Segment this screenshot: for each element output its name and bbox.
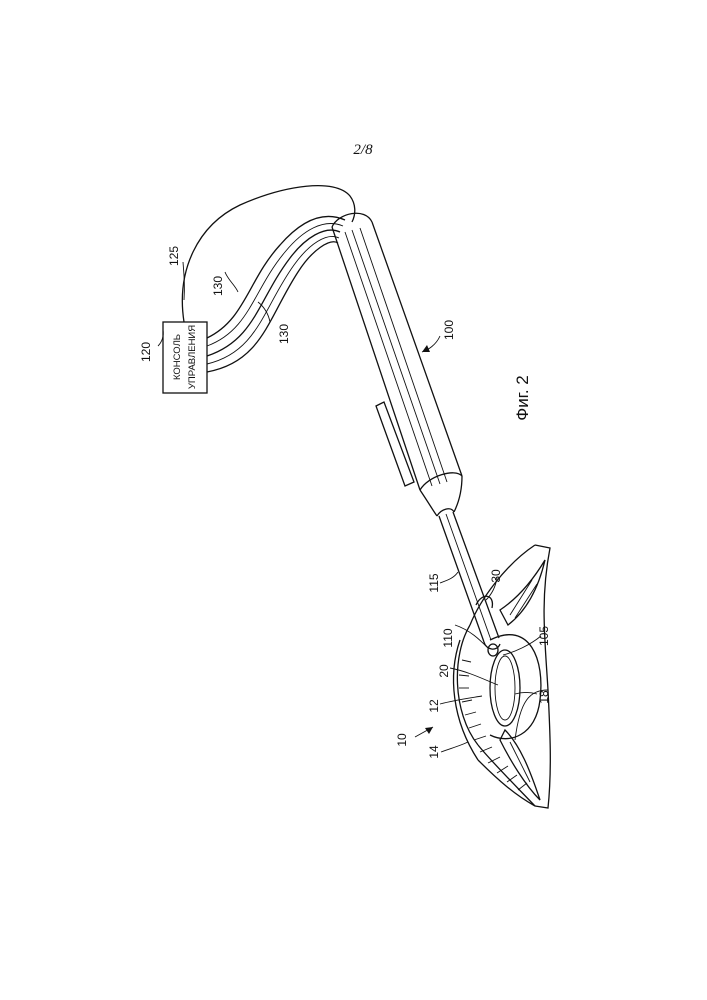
handpiece-100 <box>332 213 462 516</box>
ref-30: 30 <box>489 569 503 583</box>
ref-100: 100 <box>442 320 456 340</box>
ref-120: 120 <box>139 342 153 362</box>
figure-caption: Фиг. 2 <box>513 375 532 420</box>
eye-10 <box>454 545 551 808</box>
ref-130-lower: 130 <box>277 324 291 344</box>
ref-18: 18 <box>537 690 551 704</box>
ref-12: 12 <box>427 699 441 713</box>
leader-lines <box>158 262 541 752</box>
console-box: КОНСОЛЬ УПРАВЛЕНИЯ <box>163 322 207 393</box>
lines-130 <box>207 216 345 372</box>
console-label-line2: УПРАВЛЕНИЯ <box>187 325 198 389</box>
cable-125 <box>182 186 354 322</box>
ref-110: 110 <box>441 628 455 647</box>
ref-14: 14 <box>427 745 441 759</box>
ref-105: 105 <box>537 626 551 646</box>
console-label-line1: КОНСОЛЬ <box>172 334 183 380</box>
ref-20: 20 <box>437 664 451 678</box>
ref-130-upper: 130 <box>211 276 225 296</box>
ref-125: 125 <box>167 246 181 266</box>
ref-115: 115 <box>427 573 441 592</box>
ref-10: 10 <box>395 733 409 747</box>
